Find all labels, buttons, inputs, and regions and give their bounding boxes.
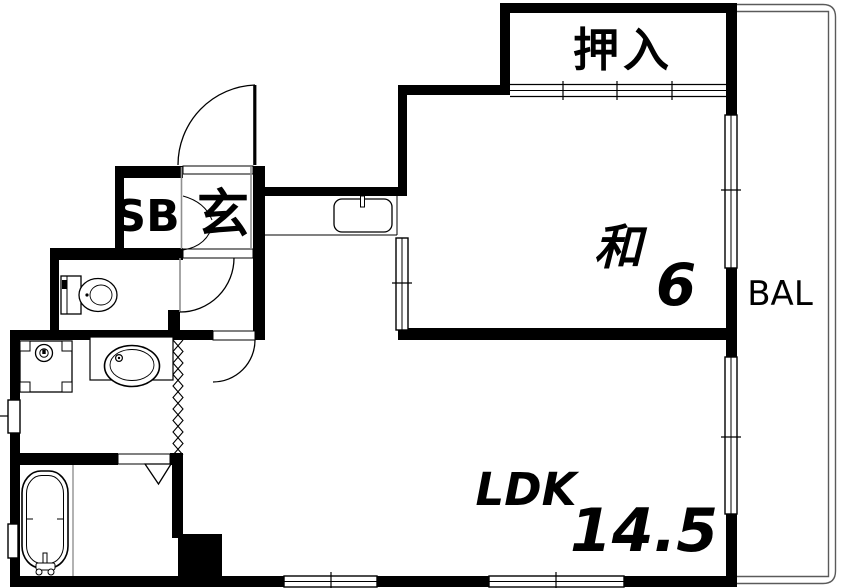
genkan-step — [180, 167, 254, 259]
japanese-room-size: 6 — [656, 251, 696, 319]
hall-door — [212, 330, 256, 383]
shoebox-door-arcs — [182, 195, 214, 251]
front-door-leaf — [253, 85, 257, 165]
hall-door-leaf — [212, 330, 256, 341]
bathroom-door-threshold — [117, 453, 171, 465]
ldk-right-window — [721, 356, 741, 515]
bath-divider-wall — [18, 453, 118, 465]
right-wall-upper — [726, 3, 737, 115]
washitsu-sliding-door — [392, 237, 412, 331]
balcony-outline — [737, 3, 837, 585]
toilet-flush-handle — [62, 280, 67, 289]
windows — [0, 114, 741, 588]
shoebox-left-wall — [115, 166, 124, 258]
fixtures — [19, 275, 174, 576]
entrance-label: 玄 — [197, 185, 249, 245]
outer-left-wall — [10, 330, 20, 587]
closet-top-wall — [500, 3, 737, 13]
kitchen-back-wall — [263, 187, 406, 196]
closet-label: 押入 — [573, 23, 673, 77]
shoebox-label: SB — [114, 191, 179, 242]
hall-door-swing-arc — [212, 339, 256, 383]
closet-sliding-door — [510, 81, 726, 100]
doors — [117, 84, 257, 486]
ldk-left-wall — [172, 453, 183, 538]
toilet-right-wall-upper — [168, 248, 180, 260]
entrance-top-wall — [115, 166, 183, 178]
toilet-top-wall — [50, 248, 183, 260]
balcony-outer-rail — [737, 3, 837, 585]
bathtub-fixture — [21, 465, 74, 576]
japanese-room-label: 和 — [594, 220, 648, 276]
ldk-size: 14.5 — [570, 496, 718, 566]
room-labels: 押入 SB 玄 和 6 BAL LDK 14.5 — [114, 23, 812, 566]
washitsu-left-wall — [398, 85, 407, 196]
washroom-left-window — [0, 399, 21, 434]
washroom-accordion-door — [172, 339, 184, 456]
balcony-label: BAL — [747, 274, 813, 314]
toilet-door — [179, 257, 235, 313]
washitsu-top-wall — [398, 85, 510, 95]
right-wall-lower — [726, 514, 737, 587]
washitsu-right-window — [721, 114, 741, 269]
bathroom-left-window — [7, 523, 19, 559]
washbasin-fixture — [89, 336, 174, 388]
ldk-bottom-window-right — [488, 572, 625, 588]
sliding-doors — [392, 81, 726, 331]
kitchen-faucet-icon — [360, 195, 365, 208]
closet-left-wall — [500, 3, 510, 95]
toilet-right-wall-lower — [168, 310, 180, 332]
kitchen-counter — [263, 195, 398, 236]
bath-faucet-icon — [35, 552, 56, 576]
bathroom-door-fold-mark — [143, 463, 173, 486]
washitsu-bottom-wall — [398, 328, 737, 340]
balcony-inner-rail — [737, 10, 830, 578]
right-wall-mid — [726, 268, 737, 357]
ldk-bottom-window-left — [283, 572, 378, 588]
front-door-threshold — [182, 165, 254, 175]
washing-machine-fixture — [19, 340, 73, 393]
front-door-swing-arc — [177, 84, 256, 166]
ldk-label: LDK — [476, 463, 580, 516]
front-door — [177, 84, 257, 175]
hall-right-wall — [253, 166, 265, 340]
toilet-left-wall — [50, 248, 59, 336]
washroom-top-wall — [10, 330, 213, 340]
structural-column — [178, 534, 222, 577]
bathroom-folding-door — [117, 453, 173, 486]
kitchen-sink-fixture — [333, 195, 393, 233]
toilet-door-swing-arc — [179, 257, 235, 313]
toilet-fixture — [60, 275, 118, 315]
